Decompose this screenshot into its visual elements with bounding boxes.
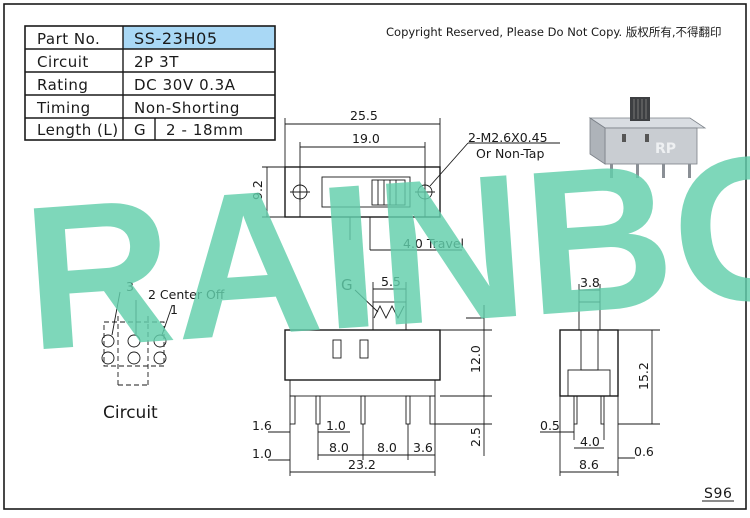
dim-side-actuator: 3.8 [580,275,600,290]
spec-value-timing: Non-Shorting [134,99,240,117]
spec-value-circuit: 2P 3T [134,53,179,71]
product-photo: RP [588,97,707,178]
dim-hole-spacing: 19.0 [352,131,380,146]
circuit-label-1: 1 [170,302,178,317]
photo-logo: RP [655,141,676,157]
circuit-title: Circuit [103,403,158,423]
dim-pin-width-left: 1.6 [252,418,272,433]
page-code: S96 [704,486,733,502]
circuit-diagram [101,291,173,386]
screw-note: Or Non-Tap [476,146,544,161]
spec-table: Part No. SS-23H05 Circuit 2P 3T Rating D… [24,25,276,141]
spec-value-part-no: SS-23H05 [134,29,218,48]
circuit-label-3: 3 [126,279,134,294]
part-number-highlight [123,26,275,49]
dim-pin-thickness: 1.0 [252,446,272,461]
dim-side-height: 15.2 [636,362,651,390]
dim-side-pin-thick: 0.6 [634,444,654,459]
front-view-drawing [268,282,492,476]
dim-total-width: 23.2 [348,457,376,472]
spec-label-timing: Timing [36,99,91,117]
dim-side-pitch: 4.0 [580,434,600,449]
dim-travel: 4.0 Travel [403,236,464,251]
spec-value-rating: DC 30V 0.3A [134,76,236,94]
dim-pin-mid-width: 1.0 [326,418,346,433]
dim-side-width: 8.6 [579,457,599,472]
circuit-center-off: 2 Center Off [148,287,225,302]
spec-label-part-no: Part No. [37,30,100,48]
g-label: G [341,276,353,294]
dim-edge-pitch: 3.6 [413,440,433,455]
dim-actuator-width: 5.5 [381,274,401,289]
dim-side-pin: 0.5 [540,418,560,433]
copyright-notice: Copyright Reserved, Please Do Not Copy. … [386,25,722,39]
dim-top-width: 25.5 [350,108,378,123]
spec-value-length-prefix: G [134,121,146,139]
dim-height-top: 9.2 [250,180,265,200]
dim-pitch-2: 8.0 [377,440,397,455]
dim-pitch-1: 8.0 [329,440,349,455]
spec-label-length: Length (L) [37,121,119,139]
screw-spec: 2-M2.6X0.45 [468,130,548,145]
spec-value-length: 2 - 18mm [166,121,244,139]
dim-pin-length: 2.5 [468,427,483,447]
spec-label-circuit: Circuit [37,53,89,71]
spec-label-rating: Rating [37,76,88,94]
page-frame [3,3,747,510]
dim-body-height: 12.0 [468,345,483,373]
top-view-drawing [262,118,560,251]
side-view-drawing [540,284,660,476]
